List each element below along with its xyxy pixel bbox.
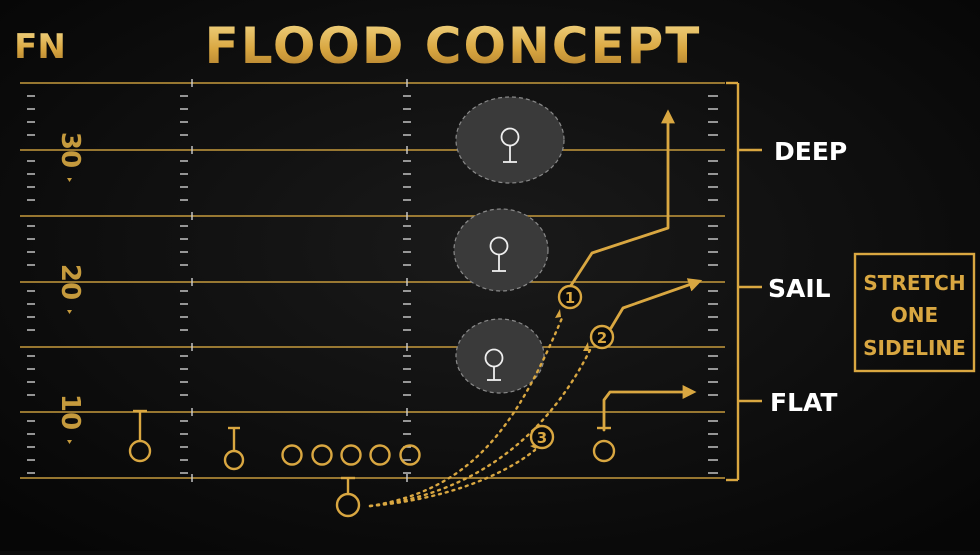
read-path-2 xyxy=(368,348,592,508)
callout-box: STRETCH ONE SIDELINE xyxy=(853,252,976,373)
receiver-circle-icon xyxy=(128,439,152,463)
yard-number-10: 10 xyxy=(55,394,85,430)
level-bracket xyxy=(726,81,762,482)
receiver-circle-icon xyxy=(223,449,245,471)
zone-defender-flat xyxy=(455,318,545,394)
route-number-1: 1 xyxy=(565,289,575,307)
yard-arrow-icon xyxy=(67,310,72,314)
read-arrow-icon xyxy=(583,342,589,351)
yard-arrow-icon xyxy=(67,178,72,182)
level-label-deep: DEEP xyxy=(774,137,847,166)
lineman-circle-icon xyxy=(281,444,303,466)
route-sail xyxy=(609,278,703,330)
level-label-flat: FLAT xyxy=(770,388,837,417)
read-arrow-icon xyxy=(555,309,561,318)
field xyxy=(20,79,725,482)
zone-defender-middle xyxy=(453,208,549,292)
quarterback-circle-icon xyxy=(335,492,361,518)
zone-defender-deep xyxy=(455,96,565,184)
route-number-2: 2 xyxy=(597,329,607,347)
lineman-circle-icon xyxy=(311,444,333,466)
routes xyxy=(568,109,703,432)
yard-number-30: 30 xyxy=(55,132,85,168)
route-deep xyxy=(568,109,675,289)
read-path-3 xyxy=(368,448,537,508)
route-badges: 1 2 3 xyxy=(529,284,615,450)
logo: FN xyxy=(14,27,66,67)
yard-number-20: 20 xyxy=(55,264,85,300)
yard-numbers: 30 20 10 xyxy=(55,132,85,444)
callout-line-2: ONE xyxy=(891,303,938,327)
hash-marks xyxy=(27,79,718,482)
lineman-circle-icon xyxy=(399,444,421,466)
receiver-circle-icon xyxy=(592,439,616,463)
yard-lines xyxy=(20,82,725,479)
title: FLOOD CONCEPT xyxy=(205,17,702,75)
level-label-sail: SAIL xyxy=(768,274,831,303)
read-path-1 xyxy=(368,316,564,508)
callout-line-1: STRETCH xyxy=(863,271,965,295)
yard-arrow-icon xyxy=(67,440,72,444)
lineman-circle-icon xyxy=(340,444,362,466)
callout-line-3: SIDELINE xyxy=(863,336,966,360)
route-flat xyxy=(602,385,697,432)
route-number-3: 3 xyxy=(537,429,547,447)
lineman-circle-icon xyxy=(369,444,391,466)
offense xyxy=(128,409,616,518)
qb-reads xyxy=(368,316,592,508)
defenders xyxy=(453,96,565,394)
